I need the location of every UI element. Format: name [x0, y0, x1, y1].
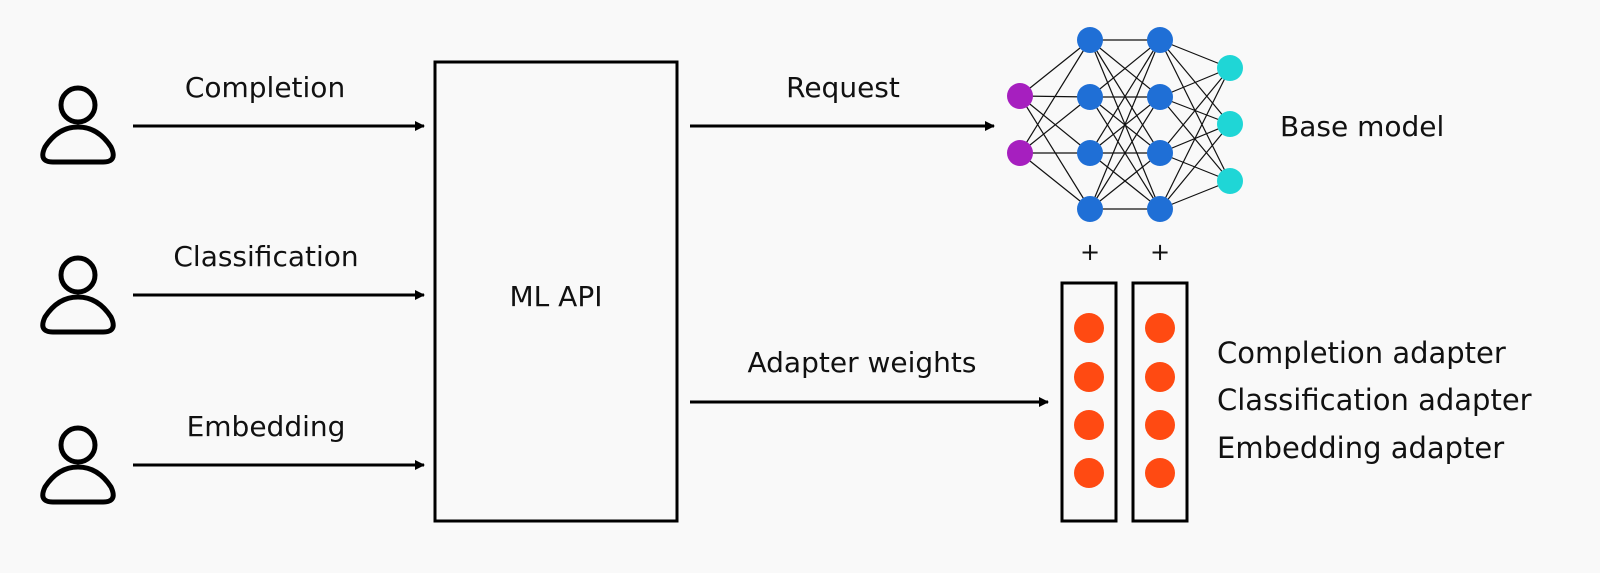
hidden-neuron [1147, 84, 1173, 110]
hidden-neuron [1077, 84, 1103, 110]
base-model-label: Base model [1280, 110, 1444, 143]
output-neuron [1217, 168, 1243, 194]
hidden-neuron [1147, 140, 1173, 166]
ml-api-box: ML API [433, 60, 679, 523]
input-label: Classification [173, 240, 358, 273]
adapter-node [1074, 458, 1104, 488]
network-edges [1019, 39, 1231, 210]
user-icon [40, 425, 116, 505]
adapter-node [1074, 313, 1104, 343]
network-edge [1019, 96, 1091, 154]
adapter-weights-connection: Adapter weights [690, 346, 1049, 407]
hidden-neuron [1147, 27, 1173, 53]
hidden-neuron [1077, 196, 1103, 222]
network-edge [1089, 39, 1161, 154]
input-neuron [1007, 83, 1033, 109]
input-neuron [1007, 140, 1033, 166]
input-row-completion: Completion [40, 71, 425, 165]
hidden-neuron [1077, 27, 1103, 53]
input-label: Embedding [187, 410, 346, 443]
adapter-weights-label: Adapter weights [748, 346, 977, 379]
input-row-embedding: Embedding [40, 410, 425, 505]
adapter-node [1145, 362, 1175, 392]
adapter-node [1074, 410, 1104, 440]
plus-sign: + [1150, 238, 1170, 266]
output-neuron [1217, 55, 1243, 81]
network-edge [1089, 152, 1161, 210]
adapter-label-completion: Completion adapter [1217, 336, 1506, 370]
network-edge [1089, 39, 1161, 98]
adapter-label-classification: Classification adapter [1217, 383, 1532, 417]
api-label: ML API [510, 280, 603, 313]
hidden-neuron [1147, 196, 1173, 222]
network-edge [1159, 67, 1231, 154]
user-icon [40, 85, 116, 165]
user-icon [40, 255, 116, 335]
network-edge [1019, 39, 1091, 97]
input-row-classification: Classification [40, 240, 425, 335]
network-nodes [1007, 27, 1243, 222]
adapter-node [1145, 458, 1175, 488]
request-label: Request [786, 71, 900, 104]
adapter-column [1131, 281, 1189, 523]
network-edge [1089, 39, 1161, 210]
network-edge [1159, 123, 1231, 210]
network-edge [1019, 152, 1091, 210]
network-edge [1159, 67, 1231, 210]
input-label: Completion [185, 71, 345, 104]
plus-sign: + [1080, 238, 1100, 266]
base-model-network [1007, 27, 1243, 222]
adapter-node [1145, 313, 1175, 343]
adapter-node [1074, 362, 1104, 392]
adapter-column [1060, 281, 1118, 523]
adapter-node [1145, 410, 1175, 440]
network-edge [1019, 39, 1091, 154]
adapter-nodes [1074, 313, 1175, 488]
output-neuron [1217, 111, 1243, 137]
hidden-neuron [1077, 140, 1103, 166]
request-connection: Request [690, 71, 995, 131]
network-edge [1089, 96, 1161, 210]
adapter-label-embedding: Embedding adapter [1217, 431, 1504, 465]
